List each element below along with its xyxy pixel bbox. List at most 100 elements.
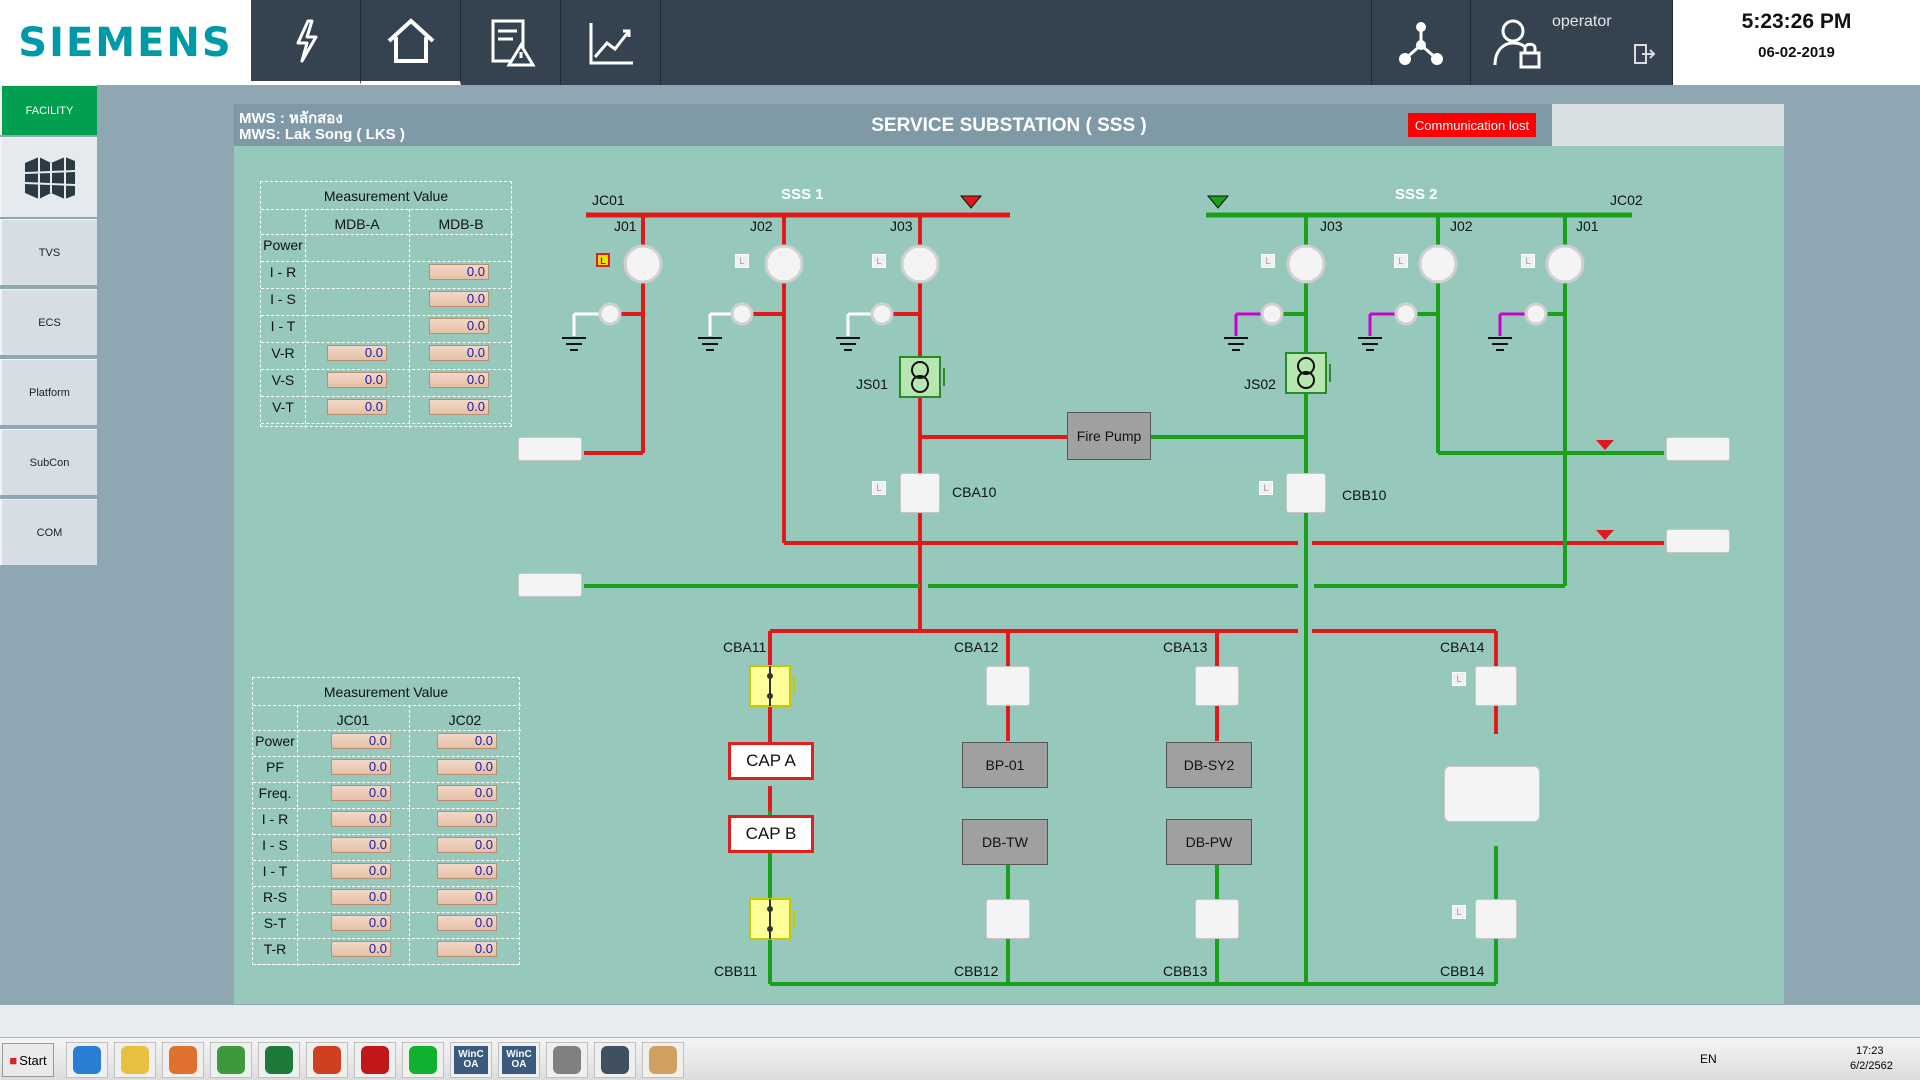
- sidebar-item-map[interactable]: [0, 137, 97, 217]
- measurement-value: 0.0: [327, 372, 387, 388]
- label-cba11: CBA11: [723, 639, 767, 655]
- outgoing-feeder-b[interactable]: [1666, 529, 1730, 553]
- start-button[interactable]: ■ Start: [2, 1043, 54, 1077]
- local-badge-warning: L: [596, 253, 610, 267]
- tray-date: 6/2/2562: [1850, 1060, 1893, 1072]
- logout-button[interactable]: [1632, 42, 1656, 66]
- top-bar: SIEMENS operator 5:23:26 PM 06-02-2019: [0, 0, 1920, 85]
- measurement-value: 0.0: [437, 915, 497, 931]
- outgoing-feeder-a[interactable]: [1666, 437, 1730, 461]
- bp01-box[interactable]: BP-01: [962, 742, 1048, 788]
- tray-language[interactable]: EN: [1700, 1052, 1717, 1066]
- label-j03-b: J03: [1320, 218, 1343, 234]
- trend-icon: [589, 22, 633, 64]
- local-badge: L: [1259, 481, 1273, 495]
- substation-panel: MWS : หลักสอง MWS: Lak Song ( LKS ) SERV…: [234, 104, 1784, 1004]
- panel-header: MWS : หลักสอง MWS: Lak Song ( LKS ) SERV…: [234, 104, 1784, 146]
- taskbar-app-ie[interactable]: [66, 1042, 108, 1078]
- user-lock-icon: [1493, 19, 1541, 68]
- user-name: operator: [1552, 13, 1612, 30]
- column-header: JC01: [336, 712, 370, 728]
- breaker-cba10[interactable]: [900, 473, 940, 513]
- incoming-feeder-a[interactable]: [518, 437, 582, 461]
- taskbar-app-folder[interactable]: [114, 1042, 156, 1078]
- incoming-feeder-b[interactable]: [518, 573, 582, 597]
- taskbar-app-wincc-2[interactable]: WinC OA: [498, 1042, 540, 1078]
- local-badge: L: [1452, 905, 1466, 919]
- breaker-cbb13[interactable]: [1195, 899, 1239, 939]
- row-label: I - S: [262, 837, 288, 853]
- row-label: I - R: [269, 264, 297, 280]
- paint-icon: [649, 1046, 677, 1074]
- communication-status-badge: Communication lost: [1408, 113, 1536, 137]
- nav-alarm-report-button[interactable]: [461, 0, 561, 85]
- alarm-report-icon: [491, 19, 536, 66]
- taskbar-app-paint[interactable]: [642, 1042, 684, 1078]
- sidebar-item-platform[interactable]: Platform: [0, 359, 97, 425]
- label-j02-a: J02: [750, 218, 773, 234]
- taskbar-app-log-viewer[interactable]: [546, 1042, 588, 1078]
- cap-b-box[interactable]: CAP B: [728, 815, 814, 853]
- wincc-icon-2: WinC OA: [502, 1046, 536, 1074]
- taskbar-app-line[interactable]: [402, 1042, 444, 1078]
- taskbar-app-acrobat[interactable]: [354, 1042, 396, 1078]
- label-jc01: JC01: [592, 192, 625, 208]
- label-cba14: CBA14: [1440, 639, 1485, 655]
- acrobat-icon: [361, 1046, 389, 1074]
- nav-home-button[interactable]: [361, 0, 461, 85]
- breaker-cbb12[interactable]: [986, 899, 1030, 939]
- page-title: SERVICE SUBSTATION ( SSS ): [871, 115, 1147, 136]
- feeder-cba14-load[interactable]: [1444, 766, 1540, 822]
- taskbar-app-excel[interactable]: [258, 1042, 300, 1078]
- sidebar-item-label: FACILITY: [25, 104, 74, 117]
- network-button[interactable]: [1371, 0, 1471, 85]
- nav-trend-button[interactable]: [561, 0, 661, 85]
- sidebar-item-subcon[interactable]: SubCon: [0, 429, 97, 495]
- breaker-cba13[interactable]: [1195, 666, 1239, 706]
- taskbar-app-chrome[interactable]: [210, 1042, 252, 1078]
- fire-pump-box[interactable]: Fire Pump: [1067, 412, 1151, 460]
- taskbar-app-remote[interactable]: [594, 1042, 636, 1078]
- breaker-cba12[interactable]: [986, 666, 1030, 706]
- sidebar-item-tvs[interactable]: TVS: [0, 219, 97, 285]
- cap-a-box[interactable]: CAP A: [728, 742, 814, 780]
- row-label: PF: [266, 759, 284, 775]
- breaker-cbb14[interactable]: [1475, 899, 1517, 939]
- column-header: JC02: [448, 712, 482, 728]
- measurement-value: 0.0: [331, 941, 391, 957]
- label-cba13: CBA13: [1163, 639, 1208, 655]
- measurement-value: 0.0: [437, 837, 497, 853]
- breaker-cbb10[interactable]: [1286, 473, 1326, 513]
- measurement-value: 0.0: [429, 372, 489, 388]
- label-cbb14: CBB14: [1440, 963, 1485, 979]
- measurement-value: 0.0: [331, 759, 391, 775]
- label-cbb12: CBB12: [954, 963, 999, 979]
- db-tw-box[interactable]: DB-TW: [962, 819, 1048, 865]
- header-info-box: [1552, 104, 1784, 146]
- label-j02-b: J02: [1450, 218, 1473, 234]
- row-label: T-R: [263, 941, 287, 957]
- local-badge: L: [1521, 254, 1535, 268]
- measurement-value: 0.0: [331, 863, 391, 879]
- breaker-cba14[interactable]: [1475, 666, 1517, 706]
- user-button[interactable]: [1471, 0, 1673, 85]
- sidebar-item-facility[interactable]: FACILITY: [0, 85, 97, 135]
- taskbar-app-media-player[interactable]: [162, 1042, 204, 1078]
- bus-label-sss1: SSS 1: [781, 186, 824, 203]
- taskbar-app-wincc[interactable]: WinC OA: [450, 1042, 492, 1078]
- table-title: Measurement Value: [323, 684, 449, 700]
- power-icon: [296, 19, 317, 62]
- db-sy2-box[interactable]: DB-SY2: [1166, 742, 1252, 788]
- clock-date: 06-02-2019: [1758, 44, 1835, 61]
- taskbar-app-office[interactable]: [306, 1042, 348, 1078]
- nav-power-button[interactable]: [251, 0, 361, 85]
- windows-logo-icon: ■: [9, 1052, 18, 1068]
- log-viewer-icon: [553, 1046, 581, 1074]
- measurement-value: 0.0: [331, 811, 391, 827]
- sidebar-item-ecs[interactable]: ECS: [0, 289, 97, 355]
- label-cbb11: CBB11: [714, 963, 758, 979]
- wincc-icon: WinC OA: [454, 1046, 488, 1074]
- sidebar-item-com[interactable]: COM: [0, 499, 97, 565]
- db-pw-box[interactable]: DB-PW: [1166, 819, 1252, 865]
